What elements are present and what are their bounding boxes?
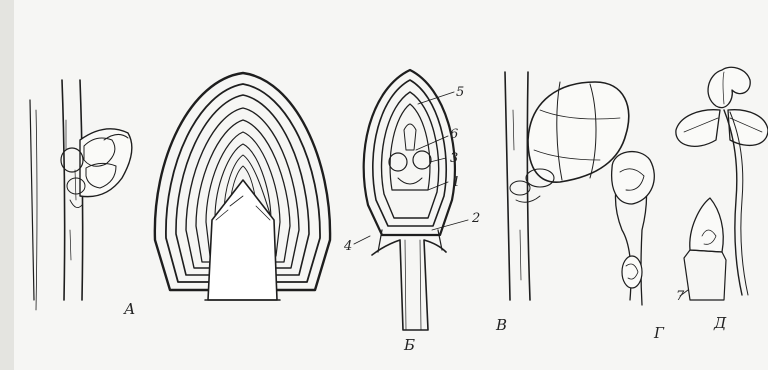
- panel-g-unfolding-drawing: [612, 152, 655, 305]
- callout-7: 7: [676, 290, 684, 303]
- panel-label-v: В: [496, 318, 507, 333]
- panel-v-bud-drawing: [505, 72, 629, 300]
- bud-longitudinal-section-drawing: [155, 73, 330, 300]
- callout-2: 2: [472, 212, 480, 225]
- callout-1: 1: [452, 176, 460, 189]
- panel-label-b: Б: [404, 338, 415, 353]
- panel-label-d: Д: [714, 316, 726, 331]
- callout-3: 3: [450, 152, 458, 165]
- panel-label-a: А: [124, 302, 135, 317]
- panel-d-clover-drawing: [676, 67, 768, 300]
- callout-6: 6: [450, 128, 458, 141]
- panel-a-bud-drawing: [30, 80, 132, 310]
- callout-5: 5: [456, 86, 464, 99]
- panel-label-g: Г: [654, 326, 664, 341]
- panel-b-bud-section-drawing: [354, 70, 468, 330]
- callout-4: 4: [344, 240, 352, 253]
